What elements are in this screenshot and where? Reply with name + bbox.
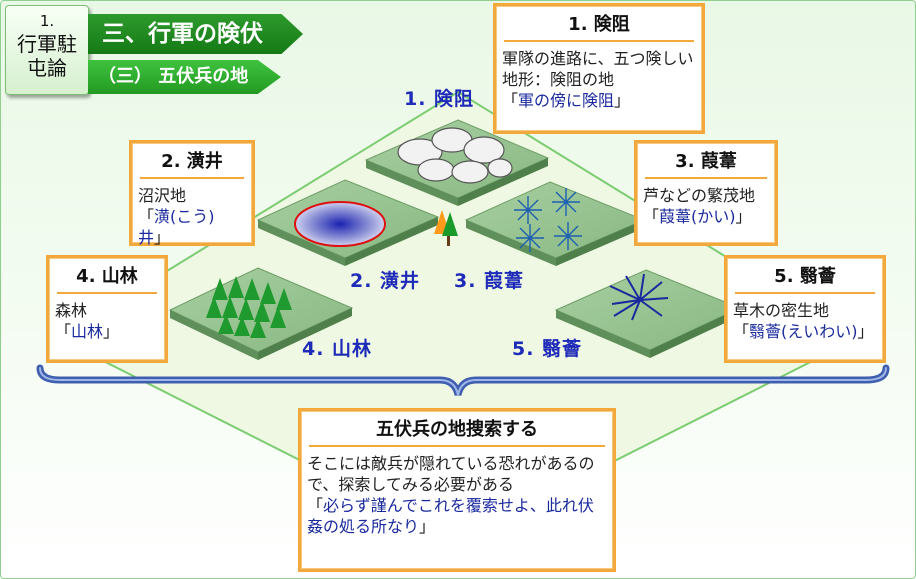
terrain-label-sanrin: 4. 山林 [302, 338, 373, 360]
terrain-label-eiwai: 5. 翳薈 [512, 338, 583, 360]
pond-icon [294, 201, 386, 247]
forest-icon [206, 276, 292, 338]
chapter-banner: 三、行軍の険伏 [88, 14, 303, 54]
terrain-label-kosei: 2. 潢井 [350, 270, 421, 292]
callout-kenso-title: 1. 険阻 [504, 10, 694, 42]
terrain-label-kai: 3. 葭葦 [454, 270, 525, 292]
callout-kenso: 1. 険阻 軍隊の進路に、五つ険しい地形：険阻の地 軍の傍に険阻 [493, 3, 705, 134]
callout-kosei-text: 沼沢地 [138, 186, 187, 205]
summary-title: 五伏兵の地捜索する [309, 415, 605, 447]
callout-sanrin-text: 森林 [55, 301, 88, 320]
summary-box: 五伏兵の地捜索する そこには敵兵が隠れている恐れがあるので、探索してみる必要があ… [298, 408, 616, 572]
rocks-icon [397, 127, 513, 184]
callout-sanrin-quote: 山林 [55, 321, 159, 342]
summary-text: そこには敵兵が隠れている恐れがあるので、探索してみる必要がある [307, 454, 595, 494]
callout-kai: 3. 葭葦 芦などの繁茂地 葭葦(かい) [634, 140, 778, 246]
summary-quote: 必らず謹んでこれを覆索せよ、此れ伏姦の処る所なり [307, 495, 607, 537]
section-number: 1. [39, 12, 55, 30]
subsection-banner: （三） 五伏兵の地 [88, 60, 281, 94]
callout-sanrin: 4. 山林 森林 山林 [46, 255, 168, 363]
plot-sanrin [168, 267, 354, 360]
callout-kosei-title: 2. 潢井 [140, 147, 244, 179]
callout-kai-text: 芦などの繁茂地 [643, 186, 756, 205]
small-tree-icon [434, 210, 458, 246]
callout-kai-quote: 葭葦(かい) [643, 206, 769, 227]
callout-eiwai: 5. 翳薈 草木の密生地 翳薈(えいわい) [724, 255, 886, 363]
callout-eiwai-quote: 翳薈(えいわい) [733, 321, 877, 342]
callout-eiwai-title: 5. 翳薈 [735, 262, 875, 294]
callout-kenso-quote: 軍の傍に険阻 [502, 90, 696, 111]
plot-kenso [364, 119, 550, 206]
reeds-icon [514, 188, 582, 252]
plot-kai [464, 181, 646, 266]
callout-sanrin-title: 4. 山林 [57, 262, 157, 294]
callout-kenso-text: 軍隊の進路に、五つ険しい地形：険阻の地 [502, 49, 694, 89]
callout-kosei: 2. 潢井 沼沢地 潢(こう)井 [129, 140, 255, 248]
plot-eiwai [554, 269, 742, 358]
callout-eiwai-text: 草木の密生地 [733, 301, 830, 320]
section-box: 1. 行軍駐屯論 [5, 5, 89, 95]
section-title: 行軍駐屯論 [17, 32, 77, 80]
dense-vegetation-icon [609, 273, 669, 321]
callout-kai-title: 3. 葭葦 [645, 147, 767, 179]
callout-kosei-quote: 潢(こう)井 [138, 206, 246, 248]
plot-kosei [256, 179, 440, 266]
terrain-label-kenso: 1. 険阻 [404, 88, 475, 110]
